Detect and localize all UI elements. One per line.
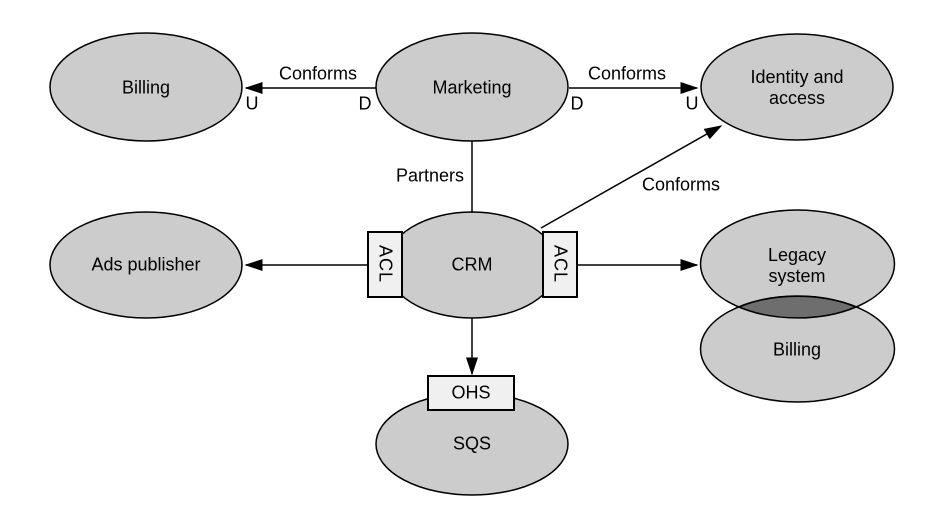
- ohs-box: [427, 375, 515, 411]
- acl-left-label: ACL: [375, 244, 396, 284]
- edge-crm-to-identity: [540, 125, 723, 229]
- conforms-diagonal-label: Conforms: [641, 174, 721, 195]
- sqs-label: SQS: [452, 433, 492, 454]
- acl-right-box: [542, 231, 578, 298]
- billing-top-label: Billing: [121, 77, 171, 98]
- crm-label: CRM: [451, 254, 493, 275]
- upstream-marker-billing: U: [245, 93, 259, 114]
- acl-left-box: [367, 231, 403, 298]
- ads-publisher-label: Ads publisher: [91, 254, 201, 275]
- legacy-system-label: Legacy system: [767, 245, 827, 286]
- billing-top-node: [49, 32, 243, 142]
- legacy-billing-overlap: [737, 295, 858, 319]
- upstream-marker-identity: U: [685, 93, 699, 114]
- ohs-label: OHS: [451, 382, 491, 403]
- partners-label: Partners: [395, 165, 465, 186]
- downstream-marker-marketing-left: D: [358, 93, 372, 114]
- acl-right-label: ACL: [550, 244, 571, 284]
- billing-bottom-label: Billing: [772, 339, 822, 360]
- ads-publisher-node: [49, 211, 243, 319]
- downstream-marker-marketing-right: D: [570, 93, 584, 114]
- identity-access-label: Identity and access: [750, 67, 844, 108]
- marketing-label: Marketing: [432, 77, 512, 98]
- conforms-left-label: Conforms: [278, 63, 358, 84]
- conforms-right-label: Conforms: [587, 63, 667, 84]
- identity-access-node: [700, 33, 894, 141]
